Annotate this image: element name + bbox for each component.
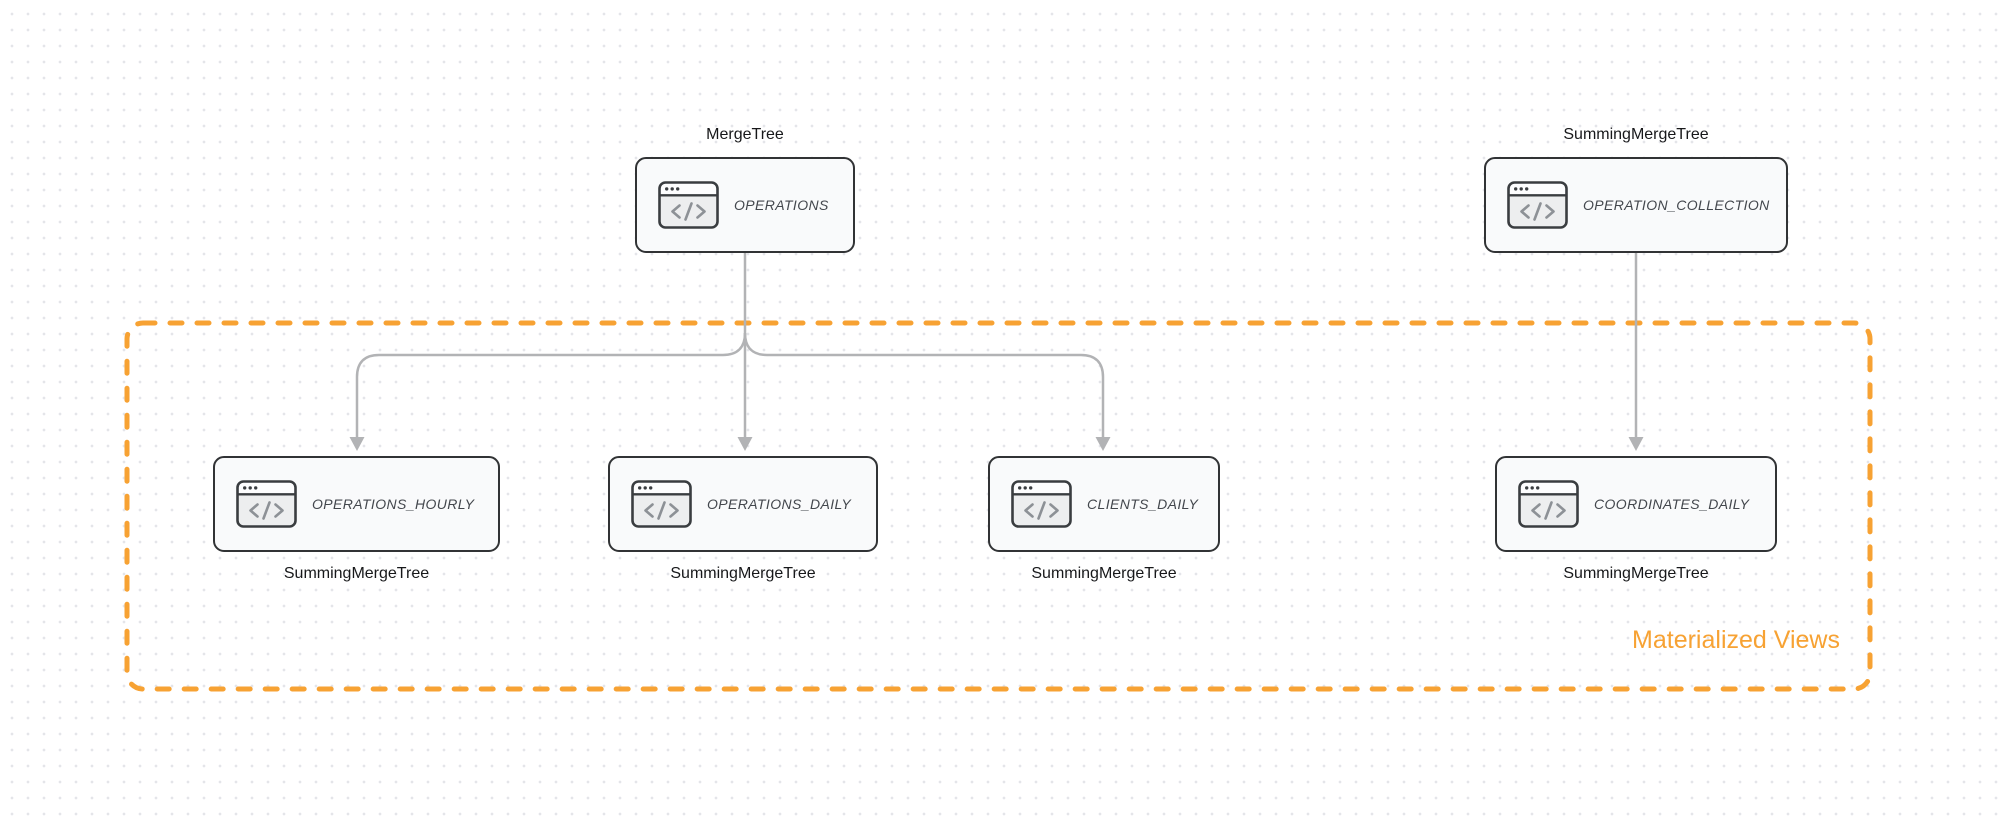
arrowhead-icon [1628, 437, 1644, 451]
code-window-icon [236, 480, 297, 528]
node-name: OPERATIONS [734, 197, 829, 213]
node-operations-daily: OPERATIONS_DAILY SummingMergeTree [608, 456, 878, 582]
node-name: OPERATIONS_DAILY [707, 496, 852, 512]
node-operations-hourly: OPERATIONS_HOURLY SummingMergeTree [213, 456, 500, 582]
materialized-views-group-border [124, 320, 1873, 692]
node-operation-collection: SummingMergeTree OPERATION_COLLECTION [1484, 126, 1788, 253]
node-box-operations-hourly[interactable]: OPERATIONS_HOURLY [213, 456, 500, 552]
engine-label: MergeTree [706, 126, 784, 143]
node-name: COORDINATES_DAILY [1594, 496, 1750, 512]
engine-label: SummingMergeTree [1563, 126, 1709, 143]
node-name: OPERATION_COLLECTION [1583, 197, 1770, 213]
materialized-views-label: Materialized Views [1632, 626, 1840, 654]
node-name: OPERATIONS_HOURLY [312, 496, 475, 512]
node-operations: MergeTree OPERATIONS [635, 126, 855, 253]
node-coordinates-daily: COORDINATES_DAILY SummingMergeTree [1495, 456, 1777, 582]
node-box-clients-daily[interactable]: CLIENTS_DAILY [988, 456, 1220, 552]
engine-label: SummingMergeTree [283, 565, 430, 582]
code-window-icon [1011, 480, 1072, 528]
node-name: CLIENTS_DAILY [1087, 496, 1199, 512]
engine-label: SummingMergeTree [1563, 565, 1709, 582]
code-window-icon [1518, 480, 1579, 528]
arrowhead-icon [1095, 437, 1111, 451]
code-window-icon [658, 181, 719, 229]
node-box-coordinates-daily[interactable]: COORDINATES_DAILY [1495, 456, 1777, 552]
engine-label: SummingMergeTree [670, 565, 816, 582]
edge-operations-to-clients-daily [743, 332, 1105, 438]
arrowhead-icon [349, 437, 365, 451]
node-clients-daily: CLIENTS_DAILY SummingMergeTree [988, 456, 1220, 582]
engine-label: SummingMergeTree [1031, 565, 1177, 582]
code-window-icon [631, 480, 692, 528]
edge-operations-to-operations-hourly [355, 332, 747, 438]
node-box-operations-daily[interactable]: OPERATIONS_DAILY [608, 456, 878, 552]
code-window-icon [1507, 181, 1568, 229]
node-box-operations[interactable]: OPERATIONS [635, 157, 855, 253]
arrowhead-icon [737, 437, 753, 451]
node-box-operation-collection[interactable]: OPERATION_COLLECTION [1484, 157, 1788, 253]
